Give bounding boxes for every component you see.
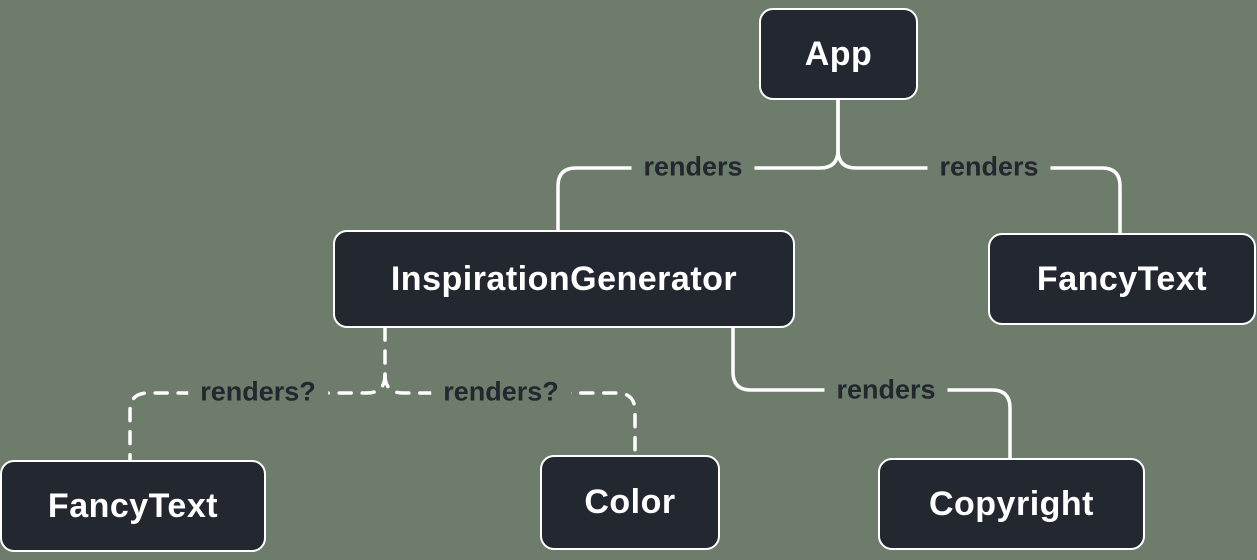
node-inspiration-generator-label: InspirationGenerator xyxy=(390,259,738,298)
edge-inspiration-generator-to-color xyxy=(383,373,637,457)
edge-label-inspiration-generator-fancy-text-bottom: renders? xyxy=(188,374,328,410)
node-color-label: Color xyxy=(584,483,676,521)
edge-label-inspiration-generator-copyright: renders xyxy=(824,372,948,408)
node-fancy-text-top: FancyText xyxy=(988,233,1256,325)
node-fancy-text-bottom: FancyText xyxy=(0,460,266,552)
node-fancy-text-top-label: FancyText xyxy=(1036,259,1208,298)
node-color: Color xyxy=(540,455,720,550)
node-copyright-label: Copyright xyxy=(928,484,1095,523)
node-app: App xyxy=(759,8,918,100)
edge-label-app-fancy-text-top: renders xyxy=(927,149,1051,185)
edge-label-inspiration-generator-color: renders? xyxy=(431,374,571,410)
node-app-label: App xyxy=(804,34,873,73)
edge-label-app-inspiration-generator: renders xyxy=(631,149,755,185)
node-copyright: Copyright xyxy=(878,458,1145,550)
node-fancy-text-bottom-label: FancyText xyxy=(47,486,219,525)
node-inspiration-generator: InspirationGenerator xyxy=(333,230,795,328)
